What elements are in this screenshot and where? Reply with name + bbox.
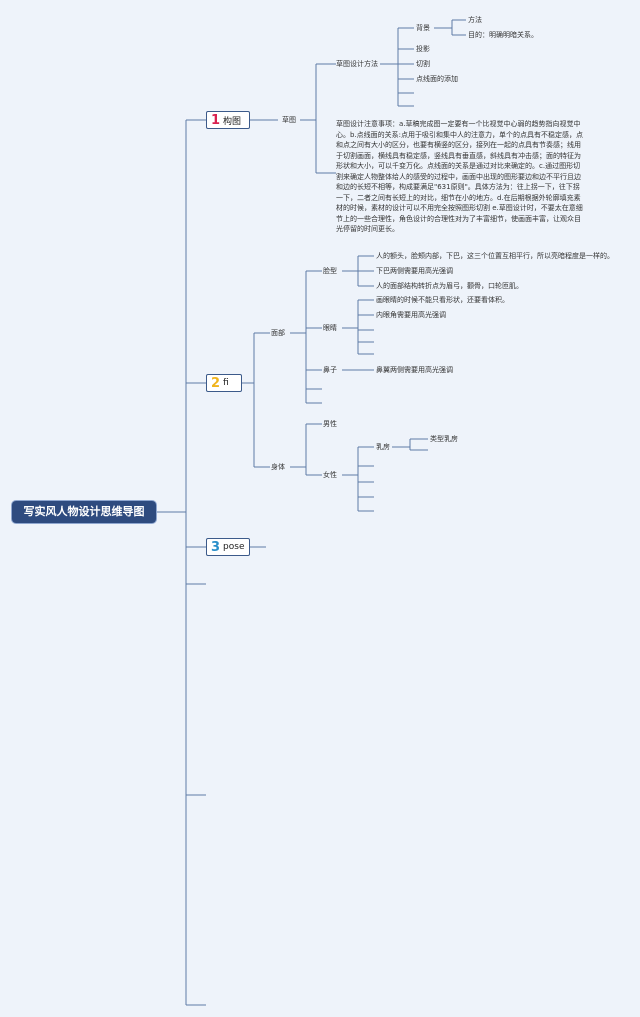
node-bg-purpose[interactable]: 目的：明确明暗关系。 [468,31,538,39]
node-nose[interactable]: 鼻子 [323,366,337,374]
branch-2-number: 2 [211,375,221,391]
node-face-shape-3[interactable]: 人的面部结构转折点为眉弓，颧骨，口轮匝肌。 [376,282,523,290]
node-body[interactable]: 身体 [271,463,285,471]
node-eye-2[interactable]: 内眼角需要用高光强调 [376,311,446,319]
branch-3-node[interactable]: 3 pose [206,538,250,556]
node-face[interactable]: 面部 [271,329,285,337]
branch-1-label: 构图 [223,116,242,127]
node-background[interactable]: 背景 [416,24,430,32]
branch-2-label: fi [223,378,229,388]
node-face-shape[interactable]: 脸型 [323,267,337,275]
node-sketch[interactable]: 草图 [282,116,296,124]
branch-2-node[interactable]: 2 fi [206,374,242,392]
node-cut[interactable]: 切割 [416,60,430,68]
node-face-shape-2[interactable]: 下巴两侧需要用高光强调 [376,267,453,275]
node-projection[interactable]: 投影 [416,45,430,53]
node-breast[interactable]: 乳房 [376,443,390,451]
branch-3-number: 3 [211,539,221,555]
root-topic[interactable]: 写实风人物设计思维导图 [12,501,156,523]
node-female[interactable]: 女性 [323,471,337,479]
node-sketch-method[interactable]: 草图设计方法 [336,60,378,68]
branch-1-node[interactable]: 1 构图 [206,111,250,129]
node-face-shape-1[interactable]: 人的额头，脸颊内部，下巴，这三个位置互相平行，所以亮暗程度是一样的。 [376,252,614,260]
branch-3-label: pose [223,542,245,552]
node-breast-type[interactable]: 类型乳房 [430,435,458,443]
node-male[interactable]: 男性 [323,420,337,428]
node-nose-1[interactable]: 鼻翼两侧需要用高光强调 [376,366,453,374]
node-eye-1[interactable]: 画眼睛的时候不能只看形状，还要看体积。 [376,296,509,304]
node-sketch-notes[interactable]: 草图设计注意事项：a.草稿完成图一定要有一个比视觉中心弱的趋势指向视觉中心。b.… [336,120,584,233]
node-dot-line-face[interactable]: 点线面的添加 [416,75,458,83]
node-eye[interactable]: 眼睛 [323,324,337,332]
node-bg-method[interactable]: 方法 [468,16,482,24]
branch-1-number: 1 [211,112,221,128]
